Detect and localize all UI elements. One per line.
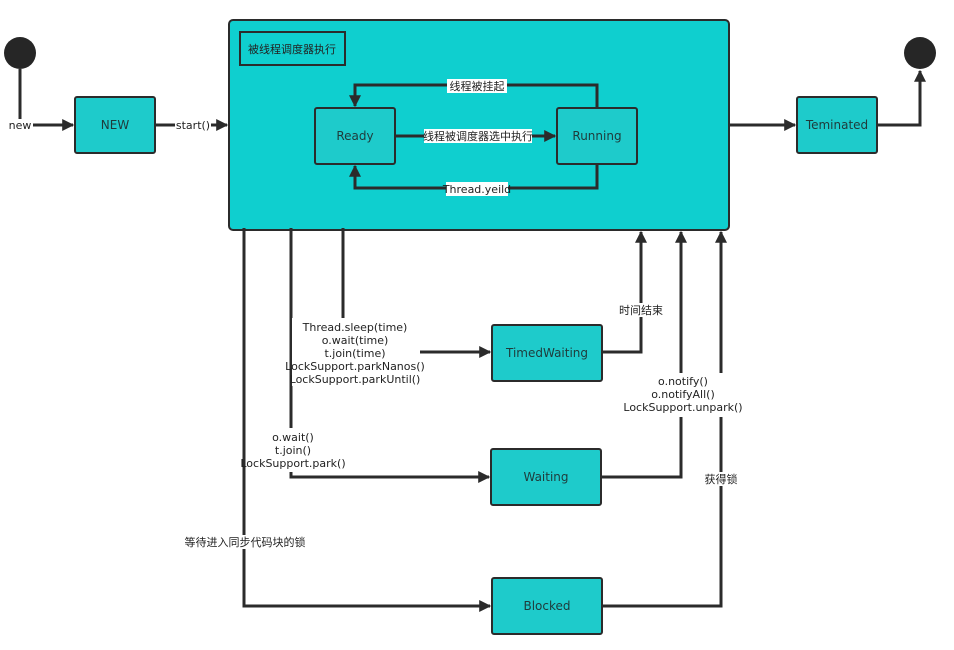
state-node-timed-waiting: TimedWaiting [491, 324, 603, 382]
node-label-timed-waiting: TimedWaiting [505, 346, 588, 360]
start-label-bg [175, 119, 211, 132]
wait-methods-1: t.join() [275, 444, 311, 457]
edge-timed-waiting-to-container [602, 230, 647, 354]
edge-label-selected: 线程被调度器选中执行 [423, 129, 533, 143]
suspend-label-bg [447, 79, 507, 93]
notify-methods-2: LockSupport.unpark() [623, 401, 742, 414]
end-node [904, 37, 936, 69]
state-node-blocked: Blocked [491, 577, 603, 635]
timed-methods-4: LockSupport.parkUntil() [290, 373, 421, 386]
state-node-new: NEW [74, 96, 156, 154]
notify-methods-0: o.notify() [658, 375, 708, 388]
wait-methods-bg [246, 428, 340, 472]
start-node [4, 37, 36, 69]
edge-label-yield: Thread.yeild [442, 183, 511, 196]
timed-methods-1: o.wait(time) [322, 334, 389, 347]
node-label-new: NEW [101, 118, 130, 132]
edge-start-to-new [18, 69, 75, 131]
edge-container-to-waiting [289, 228, 491, 483]
state-node-waiting: Waiting [490, 448, 602, 506]
node-label-waiting: Waiting [523, 470, 568, 484]
edge-label-get-lock: 获得锁 [705, 472, 738, 486]
yield-label-bg [446, 182, 508, 196]
selected-label-bg [424, 129, 532, 143]
time-up-label-bg [618, 303, 664, 317]
state-node-running: Running [556, 107, 638, 165]
node-label-running: Running [572, 129, 621, 143]
new-label-bg [7, 119, 33, 132]
edge-label-start: start() [176, 119, 210, 132]
timed-methods-3: LockSupport.parkNanos() [285, 360, 425, 373]
timed-methods-2: t.join(time) [324, 347, 385, 360]
edge-terminated-to-end [877, 69, 926, 127]
wait-methods-2: LockSupport.park() [240, 457, 345, 470]
edge-waiting-to-container [601, 230, 687, 479]
edge-blocked-to-container [602, 230, 727, 608]
node-label-ready: Ready [336, 129, 373, 143]
container-title-box [239, 31, 346, 66]
state-node-ready: Ready [314, 107, 396, 165]
wait-methods-0: o.wait() [272, 431, 314, 444]
timed-methods-bg [292, 318, 420, 386]
timed-methods-0: Thread.sleep(time) [302, 321, 408, 334]
node-label-blocked: Blocked [523, 599, 570, 613]
edge-container-to-blocked [242, 228, 492, 612]
edge-label-time-up: 时间结束 [619, 304, 663, 317]
node-label-terminated: Teminated [805, 118, 868, 132]
notify-methods-bg [628, 373, 738, 417]
get-lock-label-bg [703, 472, 739, 486]
wait-sync-label-bg [185, 535, 305, 549]
edge-label-new: new [9, 119, 32, 132]
state-node-terminated: Teminated [796, 96, 878, 154]
notify-methods-1: o.notifyAll() [651, 388, 715, 401]
edge-label-wait-sync: 等待进入同步代码块的锁 [185, 535, 306, 549]
edge-label-suspended: 线程被挂起 [450, 79, 505, 93]
container-title: 被线程调度器执行 [248, 42, 336, 56]
